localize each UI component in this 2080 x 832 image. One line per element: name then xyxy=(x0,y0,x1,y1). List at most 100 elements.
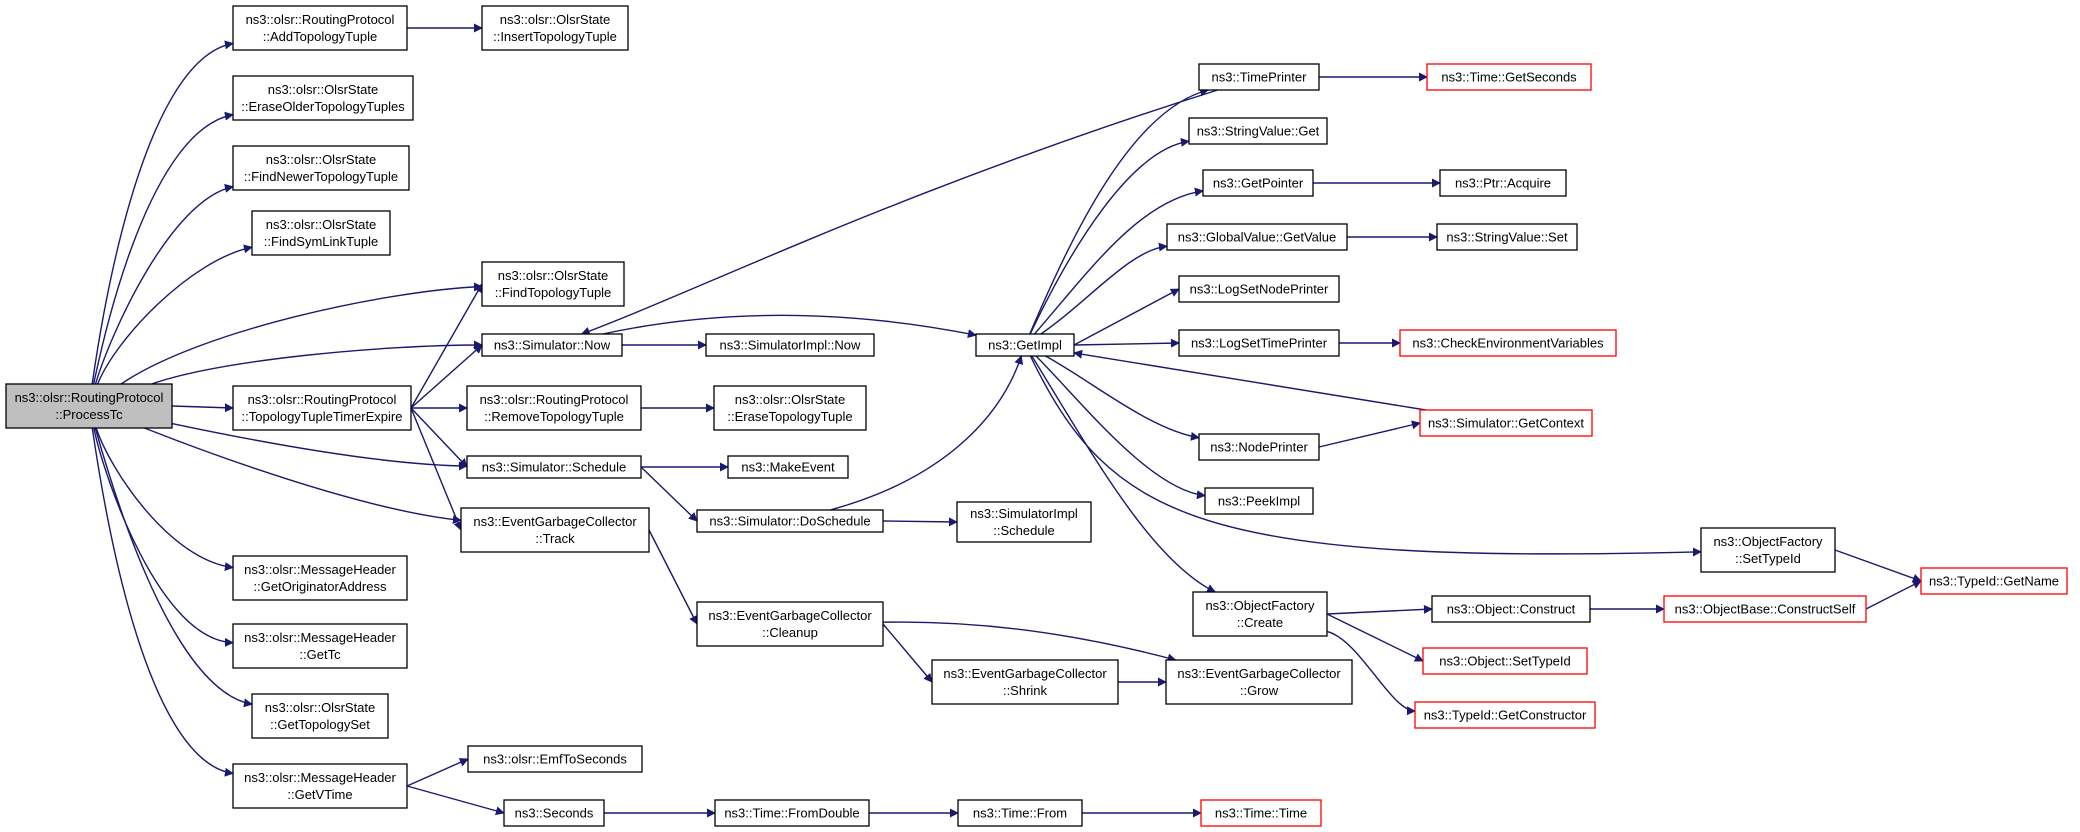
node-makeEvent[interactable]: ns3::MakeEvent xyxy=(727,455,849,479)
node-doSchedule[interactable]: ns3::Simulator::DoSchedule xyxy=(696,509,884,533)
node-findSym[interactable]: ns3::olsr::OlsrState::FindSymLinkTuple xyxy=(251,210,391,256)
node-box[interactable] xyxy=(466,455,642,479)
node-box[interactable] xyxy=(1399,329,1617,357)
node-addTopo[interactable]: ns3::olsr::RoutingProtocol::AddTopologyT… xyxy=(232,5,408,51)
node-topoExpire[interactable]: ns3::olsr::RoutingProtocol::TopologyTupl… xyxy=(232,385,412,431)
node-findNewer[interactable]: ns3::olsr::OlsrState::FindNewerTopologyT… xyxy=(232,145,410,191)
node-box[interactable] xyxy=(1198,63,1320,91)
node-constructSelf[interactable]: ns3::ObjectBase::ConstructSelf xyxy=(1663,595,1867,623)
node-box[interactable] xyxy=(481,333,623,357)
node-box[interactable] xyxy=(956,501,1092,543)
node-box[interactable] xyxy=(1414,701,1596,729)
node-box[interactable] xyxy=(232,763,408,809)
node-box[interactable] xyxy=(466,385,642,431)
node-seconds[interactable]: ns3::Seconds xyxy=(503,799,605,827)
node-box[interactable] xyxy=(1920,567,2068,595)
node-box[interactable] xyxy=(251,210,391,256)
node-logNode[interactable]: ns3::LogSetNodePrinter xyxy=(1178,275,1340,303)
node-box[interactable] xyxy=(1166,223,1348,251)
node-box[interactable] xyxy=(460,507,650,553)
node-box[interactable] xyxy=(1426,63,1592,91)
node-box[interactable] xyxy=(1436,223,1578,251)
node-ptrAcquire[interactable]: ns3::Ptr::Acquire xyxy=(1439,169,1567,197)
node-box[interactable] xyxy=(1178,329,1340,357)
node-getTc[interactable]: ns3::olsr::MessageHeader::GetTc xyxy=(232,623,408,669)
node-ofCreate[interactable]: ns3::ObjectFactory::Create xyxy=(1192,591,1328,637)
node-box[interactable] xyxy=(1200,799,1322,827)
node-box[interactable] xyxy=(481,261,625,307)
node-box[interactable] xyxy=(1439,169,1567,197)
node-box[interactable] xyxy=(705,333,875,357)
node-getContext[interactable]: ns3::Simulator::GetContext xyxy=(1419,409,1593,437)
node-simSchedule[interactable]: ns3::Simulator::Schedule xyxy=(466,455,642,479)
node-emfToSec[interactable]: ns3::olsr::EmfToSeconds xyxy=(467,745,643,773)
node-ofSetTypeId[interactable]: ns3::ObjectFactory::SetTypeId xyxy=(1700,527,1836,573)
node-eraseTopo[interactable]: ns3::olsr::OlsrState::EraseTopologyTuple xyxy=(713,385,867,431)
node-timeFrom[interactable]: ns3::Time::From xyxy=(957,799,1083,827)
node-box[interactable] xyxy=(1198,433,1320,461)
node-getImpl[interactable]: ns3::GetImpl xyxy=(975,333,1075,357)
node-getOrig[interactable]: ns3::olsr::MessageHeader::GetOriginatorA… xyxy=(232,555,408,601)
node-root[interactable]: ns3::olsr::RoutingProtocol::ProcessTc xyxy=(5,383,173,429)
node-box[interactable] xyxy=(232,385,412,431)
node-box[interactable] xyxy=(232,5,408,51)
node-box[interactable] xyxy=(696,509,884,533)
node-egcShrink[interactable]: ns3::EventGarbageCollector::Shrink xyxy=(931,659,1119,705)
node-box[interactable] xyxy=(931,659,1119,705)
node-egcCleanup[interactable]: ns3::EventGarbageCollector::Cleanup xyxy=(696,601,884,647)
node-nodePrinter[interactable]: ns3::NodePrinter xyxy=(1198,433,1320,461)
node-getPointer[interactable]: ns3::GetPointer xyxy=(1202,169,1314,197)
node-box[interactable] xyxy=(727,455,849,479)
node-simNow[interactable]: ns3::Simulator::Now xyxy=(481,333,623,357)
node-box[interactable] xyxy=(1165,659,1353,705)
node-simImplSchedule[interactable]: ns3::SimulatorImpl::Schedule xyxy=(956,501,1092,543)
node-timePrinter[interactable]: ns3::TimePrinter xyxy=(1198,63,1320,91)
node-box[interactable] xyxy=(232,555,408,601)
node-box[interactable] xyxy=(232,75,414,121)
node-objSetTypeId[interactable]: ns3::Object::SetTypeId xyxy=(1422,647,1588,675)
node-box[interactable] xyxy=(1202,169,1314,197)
node-objConstruct[interactable]: ns3::Object::Construct xyxy=(1431,595,1591,623)
node-box[interactable] xyxy=(232,623,408,669)
node-box[interactable] xyxy=(713,385,867,431)
node-box[interactable] xyxy=(481,5,629,51)
node-box[interactable] xyxy=(1431,595,1591,623)
node-box[interactable] xyxy=(5,383,173,429)
node-getTopoSet[interactable]: ns3::olsr::OlsrState::GetTopologySet xyxy=(251,693,389,739)
node-getSeconds[interactable]: ns3::Time::GetSeconds xyxy=(1426,63,1592,91)
node-strSet[interactable]: ns3::StringValue::Set xyxy=(1436,223,1578,251)
node-findTopo[interactable]: ns3::olsr::OlsrState::FindTopologyTuple xyxy=(481,261,625,307)
node-egcGrow[interactable]: ns3::EventGarbageCollector::Grow xyxy=(1165,659,1353,705)
node-peekImpl[interactable]: ns3::PeekImpl xyxy=(1204,487,1314,515)
node-box[interactable] xyxy=(1204,487,1314,515)
node-insertTopo[interactable]: ns3::olsr::OlsrState::InsertTopologyTupl… xyxy=(481,5,629,51)
node-strGet[interactable]: ns3::StringValue::Get xyxy=(1188,117,1328,145)
node-box[interactable] xyxy=(1700,527,1836,573)
node-typeGetName[interactable]: ns3::TypeId::GetName xyxy=(1920,567,2068,595)
node-removeTopo[interactable]: ns3::olsr::RoutingProtocol::RemoveTopolo… xyxy=(466,385,642,431)
node-fromDouble[interactable]: ns3::Time::FromDouble xyxy=(714,799,870,827)
node-checkEnv[interactable]: ns3::CheckEnvironmentVariables xyxy=(1399,329,1617,357)
node-box[interactable] xyxy=(1422,647,1588,675)
node-getConstructor[interactable]: ns3::TypeId::GetConstructor xyxy=(1414,701,1596,729)
node-timeTime[interactable]: ns3::Time::Time xyxy=(1200,799,1322,827)
node-box[interactable] xyxy=(975,333,1075,357)
node-box[interactable] xyxy=(503,799,605,827)
node-box[interactable] xyxy=(467,745,643,773)
node-box[interactable] xyxy=(1419,409,1593,437)
node-box[interactable] xyxy=(232,145,410,191)
node-gvGetValue[interactable]: ns3::GlobalValue::GetValue xyxy=(1166,223,1348,251)
node-getVTime[interactable]: ns3::olsr::MessageHeader::GetVTime xyxy=(232,763,408,809)
node-box[interactable] xyxy=(696,601,884,647)
node-box[interactable] xyxy=(1188,117,1328,145)
node-box[interactable] xyxy=(1192,591,1328,637)
node-box[interactable] xyxy=(251,693,389,739)
node-box[interactable] xyxy=(957,799,1083,827)
node-simImplNow[interactable]: ns3::SimulatorImpl::Now xyxy=(705,333,875,357)
node-egcTrack[interactable]: ns3::EventGarbageCollector::Track xyxy=(460,507,650,553)
node-logTime[interactable]: ns3::LogSetTimePrinter xyxy=(1178,329,1340,357)
node-box[interactable] xyxy=(714,799,870,827)
node-eraseOlder[interactable]: ns3::olsr::OlsrState::EraseOlderTopology… xyxy=(232,75,414,121)
node-box[interactable] xyxy=(1663,595,1867,623)
node-box[interactable] xyxy=(1178,275,1340,303)
